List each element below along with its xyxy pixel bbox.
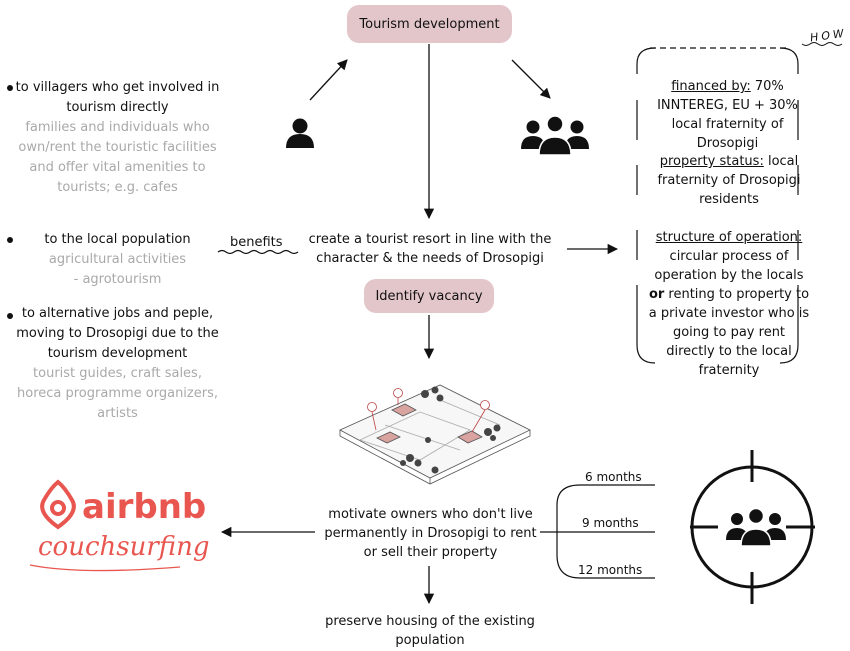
financed-text: 70% INNTEREG, EU + 30% local fraternity … (657, 79, 798, 151)
group-icon (521, 115, 589, 156)
structure-or: or (648, 287, 665, 302)
left-item-2-title: to the local population (44, 232, 191, 247)
target-icon (690, 450, 815, 604)
airbnb-logo-mark (40, 479, 76, 530)
tourism-development-label: Tourism development (359, 16, 500, 32)
target-group-icon (726, 507, 786, 547)
property-text: local fraternity of Drosopigi residents (657, 154, 801, 207)
how-wave (801, 42, 843, 46)
identify-vacancy-box: Identify vacancy (364, 279, 494, 313)
preserve-housing-text: preserve housing of the existing populat… (325, 614, 535, 648)
duration-12-months: 12 months (578, 563, 643, 577)
arrow-diag-right (511, 59, 551, 99)
create-resort-text: create a tourist resort in line with the… (308, 232, 552, 266)
arrow-diag-left (309, 59, 348, 101)
property-label: property status: (659, 154, 764, 169)
left-item-1: to villagers who get involved in tourism… (15, 78, 220, 198)
left-item-3: to alternative jobs and peple, moving to… (15, 304, 220, 424)
tourism-development-box: Tourism development (347, 5, 512, 43)
village-map-illustration (339, 384, 531, 485)
airbnb-logo-text: airbnb (82, 487, 207, 527)
bullet-1 (7, 85, 13, 91)
financed-label: financed by: (671, 79, 751, 94)
structure-text-1: circular process of operation by the loc… (654, 249, 804, 283)
bullet-2 (7, 237, 13, 243)
left-item-1-detail: families and individuals who own/rent th… (18, 120, 217, 195)
right-panel-brackets (636, 47, 799, 364)
duration-9-months: 9 months (582, 516, 639, 530)
months-bracket (540, 484, 655, 579)
couchsurfing-underline (29, 564, 181, 572)
structure-label: structure of operation: (655, 230, 803, 245)
benefits-label: benefits (230, 235, 283, 250)
right-financed: financed by: 70% INNTEREG, EU + 30% loca… (645, 77, 810, 153)
duration-6-months: 6 months (585, 470, 642, 484)
couchsurfing-logo-text: couchsurfing (38, 532, 210, 562)
left-item-2: to the local population agricultural act… (15, 230, 220, 290)
benefits-wave (217, 249, 299, 255)
left-item-3-title: to alternative jobs and peple, moving to… (16, 306, 219, 361)
structure-text-2: renting to property to a private investo… (648, 287, 810, 378)
motivate-owners-text: motivate owners who don't live permanent… (324, 507, 537, 560)
left-item-3-detail: tourist guides, craft sales, horeca prog… (17, 366, 218, 421)
person-icon (286, 118, 314, 148)
right-property: property status: local fraternity of Dro… (650, 152, 808, 209)
right-structure: structure of operation: circular process… (648, 228, 810, 380)
identify-vacancy-label: Identify vacancy (375, 288, 483, 304)
left-item-1-title: to villagers who get involved in tourism… (15, 80, 220, 115)
bullet-3 (7, 313, 13, 319)
left-item-2-detail: agricultural activities - agrotourism (48, 252, 187, 287)
